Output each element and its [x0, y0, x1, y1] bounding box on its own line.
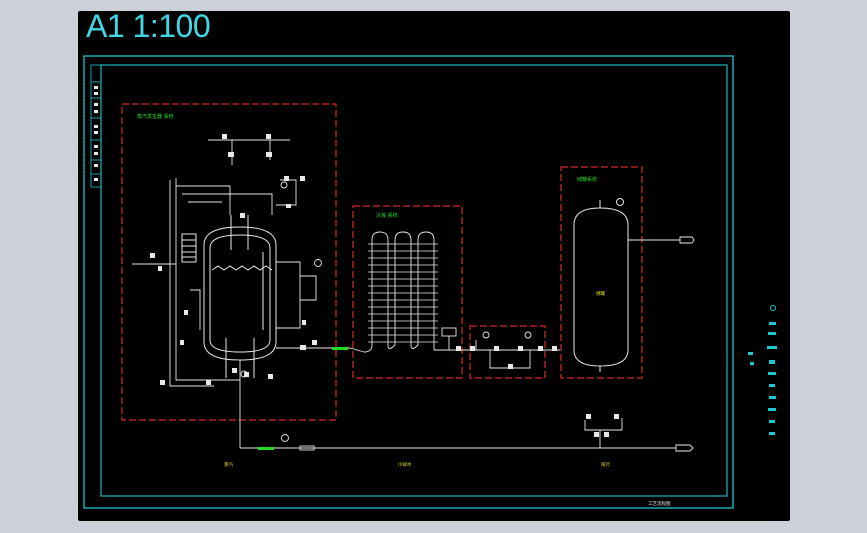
boiler-piping: [132, 139, 350, 448]
flow-meter-icon: [482, 331, 490, 339]
tank-unit-label: 储罐系统: [577, 176, 597, 183]
valve-group: [456, 346, 557, 369]
flow-meter-icon: [524, 331, 532, 339]
title-block-text: 工艺流程图: [648, 500, 671, 507]
drawing-scale-title: A1 1:100: [86, 8, 211, 44]
pressure-gauge-icon: [281, 434, 289, 442]
pressure-gauge-icon: [616, 198, 624, 206]
outer-frame: [83, 55, 734, 509]
pipe-labels: 蒸汽 冷却水 排污: [224, 461, 610, 468]
pipe-label: 蒸汽: [224, 461, 233, 468]
storage-tank: [573, 198, 680, 372]
boiler-unit-label: 蒸汽发生器 系统: [137, 113, 174, 120]
pressure-gauge-icon: [240, 370, 248, 378]
legend-symbols: [748, 305, 777, 435]
condenser-coils: [363, 231, 435, 353]
pipe-label: 冷却水: [398, 461, 412, 468]
pipe-label: 排污: [601, 461, 610, 468]
condenser-unit-label: 冷凝 系统: [376, 212, 398, 219]
bottom-header-pipe: [240, 418, 694, 452]
heat-exchanger: [181, 233, 197, 263]
tank-unit-boundary: [560, 166, 643, 379]
condenser-unit-boundary: [352, 205, 463, 379]
tank-label: 储罐: [596, 290, 605, 297]
revision-strip: [90, 64, 102, 188]
condenser-piping: [349, 327, 560, 369]
tank-outlet-arrow: [679, 236, 695, 244]
pressure-gauge-icon: [280, 181, 288, 189]
valve-unit-boundary: [469, 325, 546, 379]
boiler-unit-boundary: [121, 103, 337, 421]
inner-frame: [100, 64, 728, 497]
boiler-vessel: [203, 215, 277, 378]
pressure-gauge-icon: [314, 259, 322, 267]
boiler-valves: [150, 134, 317, 385]
